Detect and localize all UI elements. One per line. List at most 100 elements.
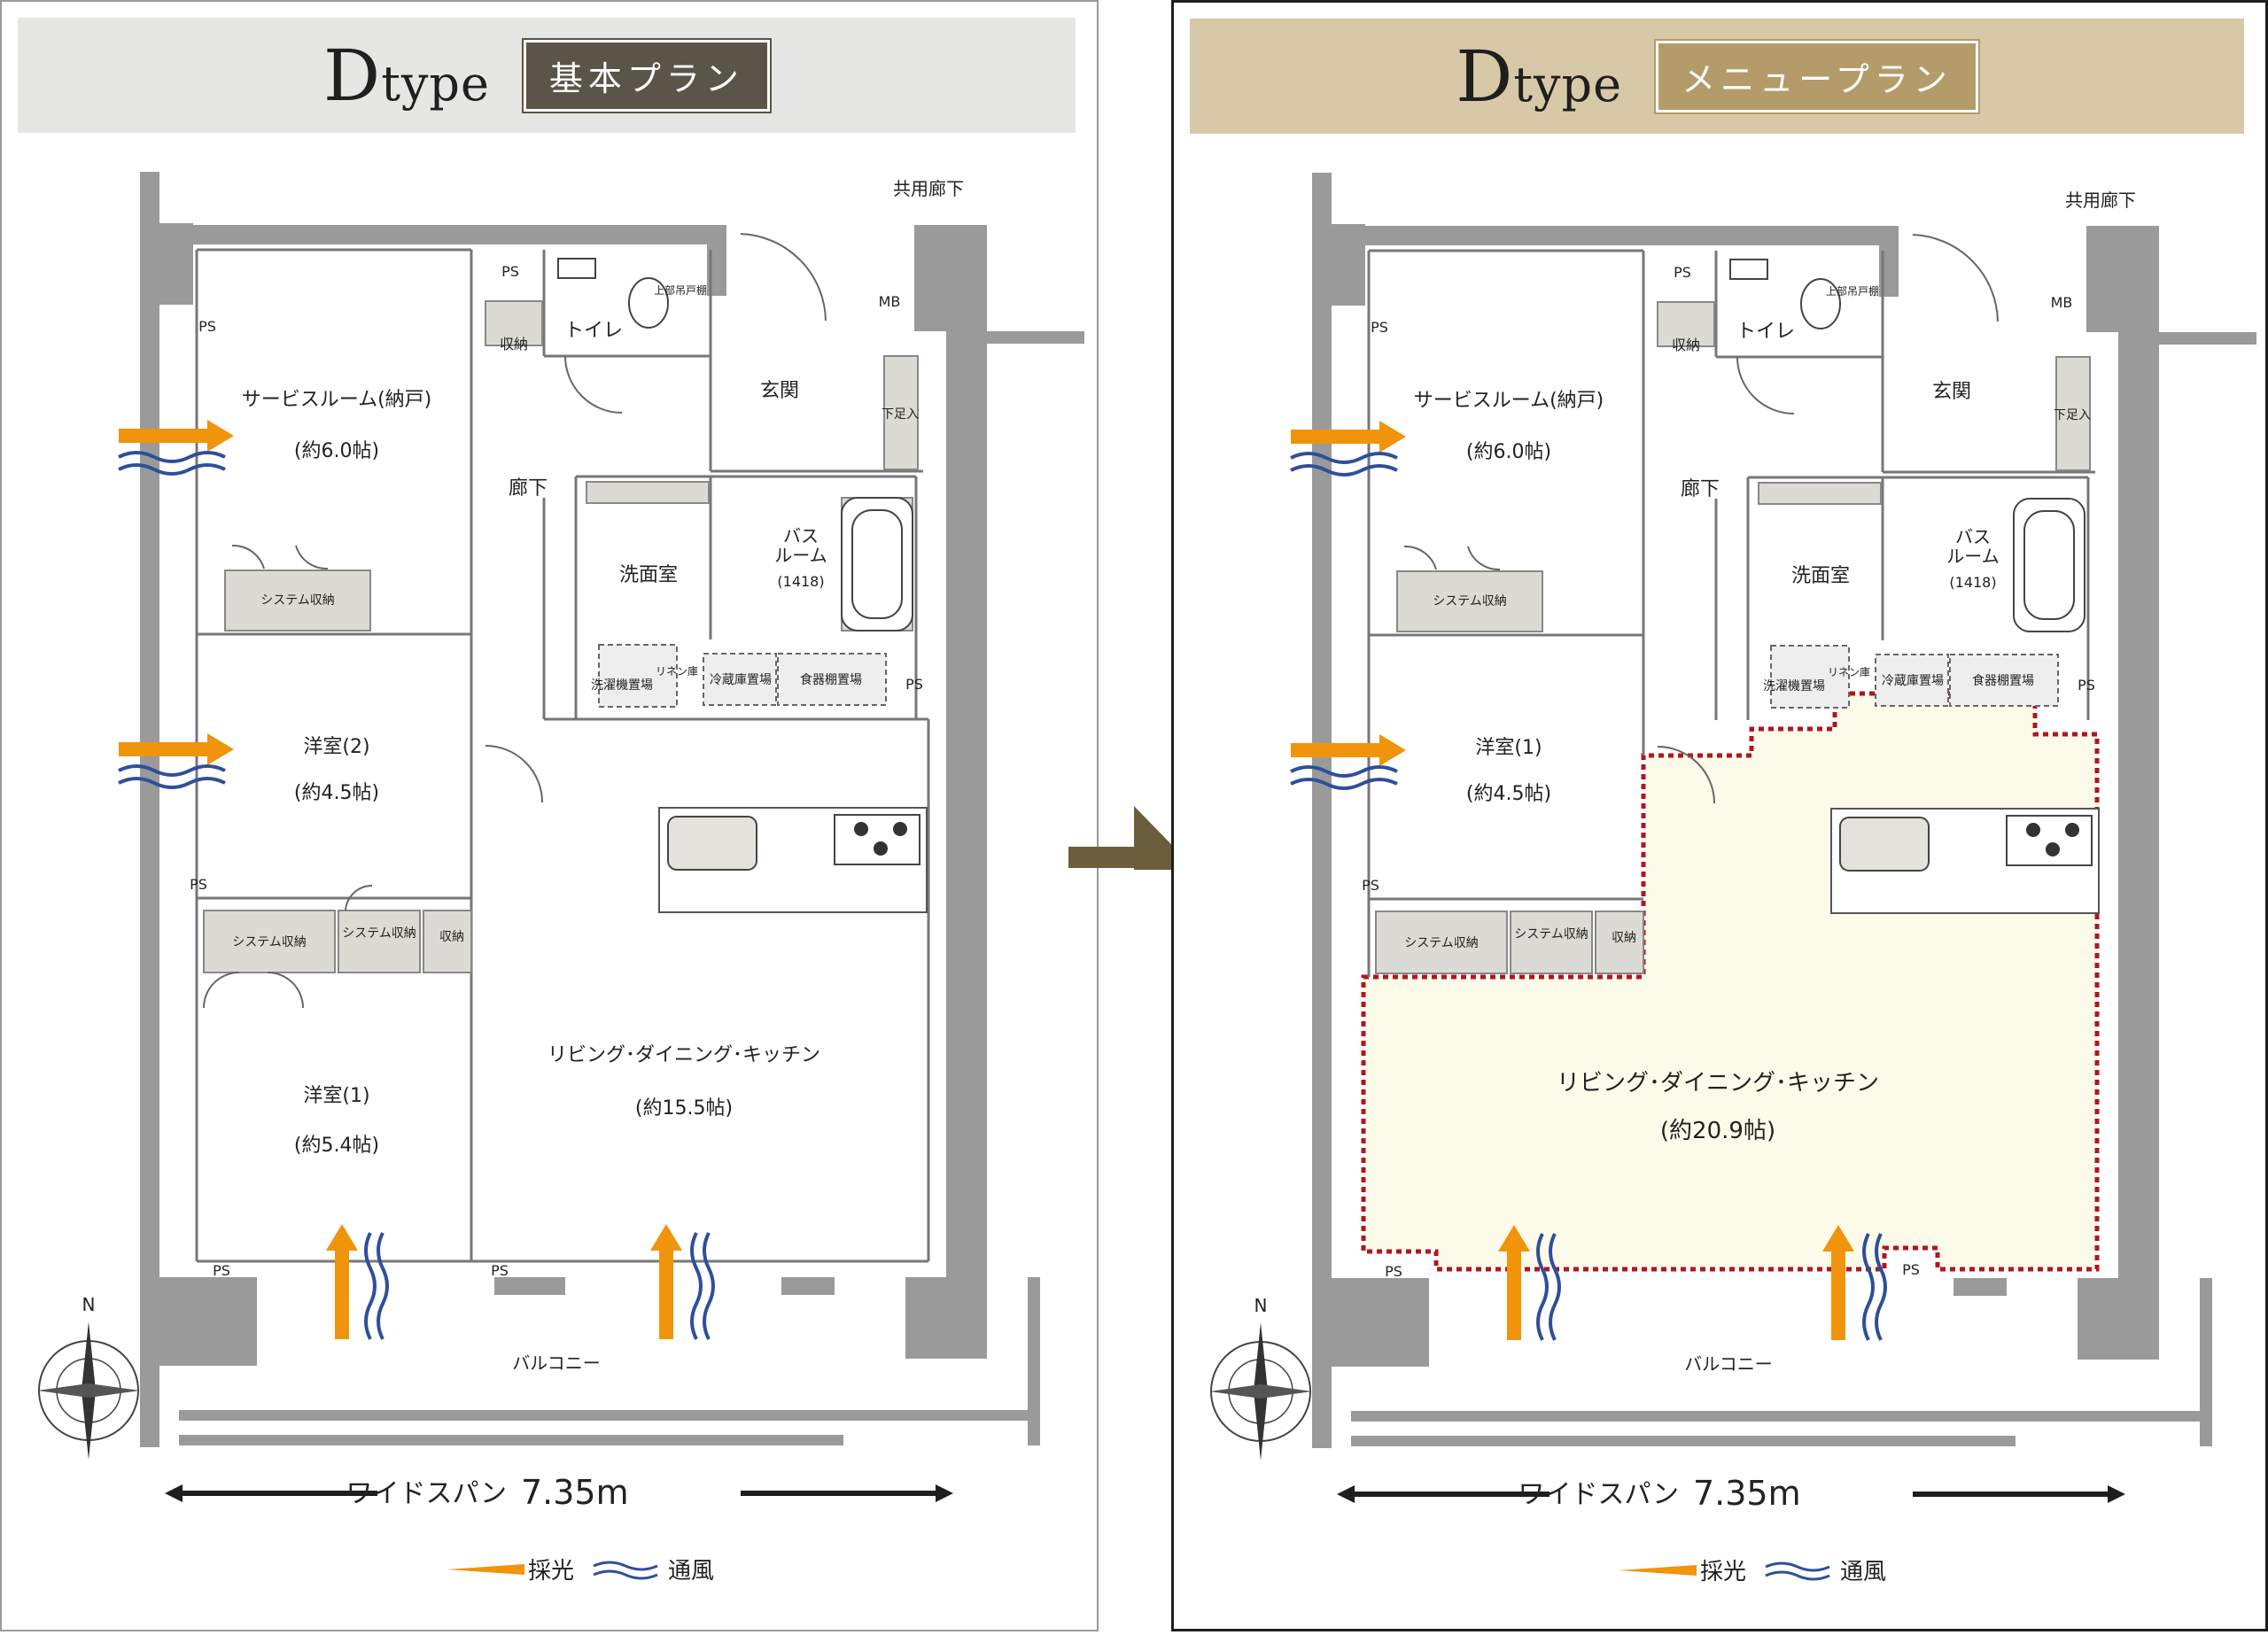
plan-name-badge: メニュープラン xyxy=(1654,38,1980,114)
system-storage-label: システム収納 xyxy=(1404,936,1479,950)
balcony-label: バルコニー xyxy=(512,1352,601,1374)
common-corridor-label: 共用廊下 xyxy=(2065,190,2136,211)
menu-plan-banner: Dtype メニュープラン xyxy=(1190,19,2244,134)
basic-plan-banner: Dtype 基本プラン xyxy=(18,18,1076,133)
washroom-label: 洗面室 xyxy=(1791,565,1850,587)
bath-tub xyxy=(2013,498,2085,632)
system-storage-label: システム収納 xyxy=(260,593,335,608)
ldk-label: リビング･ダイニング･キッチン xyxy=(1557,1070,1879,1096)
room-2-area: (約4.5帖) xyxy=(294,782,379,804)
bath-label: バスルーム xyxy=(774,525,827,566)
basic-plan-panel: Dtype 基本プラン xyxy=(0,0,1099,1631)
ps-label: PS xyxy=(1674,264,1691,281)
appliance-spaces xyxy=(598,644,887,708)
wide-span-label: ワイドスパン xyxy=(346,1478,508,1509)
room-labels: サービスルーム(納戸) (約6.0帖) 洋室(2) (約4.5帖) 洋室(1) … xyxy=(242,320,827,1157)
ps-label: PS xyxy=(1371,319,1388,336)
room-service-area: (約6.0帖) xyxy=(294,440,379,462)
linen-label: リネン庫 xyxy=(1828,666,1870,678)
compass-north-icon: N xyxy=(1209,1295,1312,1461)
toilet-label: トイレ xyxy=(564,320,623,342)
transition-arrow-icon xyxy=(1068,806,1196,870)
storage-label: 収納 xyxy=(439,930,464,944)
legend-wind-label: 通風 xyxy=(1840,1559,1886,1585)
small-labels: 共用廊下 バルコニー PS PS PS PS PS PS MB 収納 システム収… xyxy=(190,178,964,1374)
walls xyxy=(1312,173,2256,1448)
wide-span-value: 7.35m xyxy=(521,1473,629,1512)
kitchen-counter xyxy=(658,807,928,913)
balcony-label: バルコニー xyxy=(1684,1353,1773,1375)
ps-label: PS xyxy=(905,676,923,693)
common-corridor-label: 共用廊下 xyxy=(893,178,964,199)
wide-span: ワイドスパン 7.35m xyxy=(1337,1474,2125,1513)
ps-label: PS xyxy=(213,1262,230,1279)
fixtures xyxy=(1375,301,2091,974)
plan-name-badge: 基本プラン xyxy=(521,37,772,113)
room-service-area: (約6.0帖) xyxy=(1466,441,1551,463)
toilet-label: トイレ xyxy=(1736,321,1795,343)
system-storage-label: システム収納 xyxy=(232,935,307,949)
ps-label: PS xyxy=(198,318,216,335)
wind-waves xyxy=(1290,452,1887,1341)
shoe-storage-label: 下足入 xyxy=(882,407,919,422)
ps-label: PS xyxy=(501,263,519,280)
room-1-area: (約4.5帖) xyxy=(1466,783,1551,805)
upper-shelf-label: 上部吊戸棚 xyxy=(654,283,707,297)
ps-label: PS xyxy=(190,876,207,893)
walls xyxy=(140,172,1084,1447)
wind-waves xyxy=(118,451,715,1340)
toilet-fixture xyxy=(557,258,669,329)
room-service-label: サービスルーム(納戸) xyxy=(242,389,432,411)
wide-span: ワイドスパン 7.35m xyxy=(165,1473,953,1512)
ps-label: PS xyxy=(1385,1263,1402,1280)
doors xyxy=(203,233,827,1009)
svg-text:N: N xyxy=(1254,1295,1268,1316)
type-label: Dtype xyxy=(1456,35,1623,118)
linen-label: リネン庫 xyxy=(656,665,698,678)
washer-space-label: 洗濯機置場 xyxy=(1763,679,1825,694)
room-1-label: 洋室(1) xyxy=(1475,737,1542,759)
ps-label: PS xyxy=(2078,677,2095,694)
system-storage-label: システム収納 xyxy=(1514,927,1588,941)
legend-light-label: 採光 xyxy=(1700,1559,1746,1585)
type-label: Dtype xyxy=(323,34,490,117)
room-labels: サービスルーム(納戸) (約6.0帖) 洋室(1) (約4.5帖) リビング･ダ… xyxy=(1414,321,2000,1144)
ps-label: PS xyxy=(491,1262,509,1279)
small-labels: 共用廊下 バルコニー PS PS PS PS PS PS MB 収納 システム収… xyxy=(1362,190,2136,1375)
mb-label: MB xyxy=(2051,294,2073,311)
wide-span-value: 7.35m xyxy=(1693,1474,1801,1513)
entrance-label: 玄関 xyxy=(760,380,799,402)
corridor-label: 廊下 xyxy=(509,477,548,500)
ldk-highlight-area xyxy=(1361,691,2100,1272)
partitions xyxy=(1367,249,2095,977)
ldk-area: (約20.9帖) xyxy=(1660,1118,1775,1144)
entrance-label: 玄関 xyxy=(1932,381,1971,403)
washroom-label: 洗面室 xyxy=(619,564,678,586)
appliance-spaces xyxy=(1770,645,2059,709)
bath-tub xyxy=(841,497,913,632)
room-2-label: 洋室(2) xyxy=(303,736,369,758)
bath-size: (1418) xyxy=(777,573,824,590)
legend-light-label: 採光 xyxy=(528,1558,574,1585)
room-1-label: 洋室(1) xyxy=(303,1085,369,1107)
bath-label: バスルーム xyxy=(1946,526,1999,567)
storage-label: 収納 xyxy=(1672,337,1700,353)
ldk-area: (約15.5帖) xyxy=(635,1097,733,1120)
storage-label: 収納 xyxy=(1612,931,1636,945)
legend: 採光 通風 xyxy=(447,1558,714,1585)
ps-label: PS xyxy=(1902,1261,1920,1278)
washer-space-label: 洗濯機置場 xyxy=(591,678,653,693)
room-service-label: サービスルーム(納戸) xyxy=(1414,390,1604,412)
legend-wind-label: 通風 xyxy=(668,1558,714,1585)
system-storage-label: システム収納 xyxy=(342,926,416,941)
fridge-space-label: 冷蔵庫置場 xyxy=(1882,673,1944,688)
cupboard-space-label: 食器棚置場 xyxy=(1972,673,2034,688)
mb-label: MB xyxy=(879,293,901,310)
upper-shelf-label: 上部吊戸棚 xyxy=(1826,284,1879,298)
toilet-fixture xyxy=(1729,259,1841,329)
legend: 採光 通風 xyxy=(1619,1559,1886,1585)
basic-floor-plan: サービスルーム(納戸) (約6.0帖) 洋室(2) (約4.5帖) 洋室(1) … xyxy=(37,172,1084,1585)
fridge-space-label: 冷蔵庫置場 xyxy=(710,672,772,687)
kitchen-counter xyxy=(1830,808,2100,914)
compass-north-icon: N xyxy=(37,1294,140,1460)
